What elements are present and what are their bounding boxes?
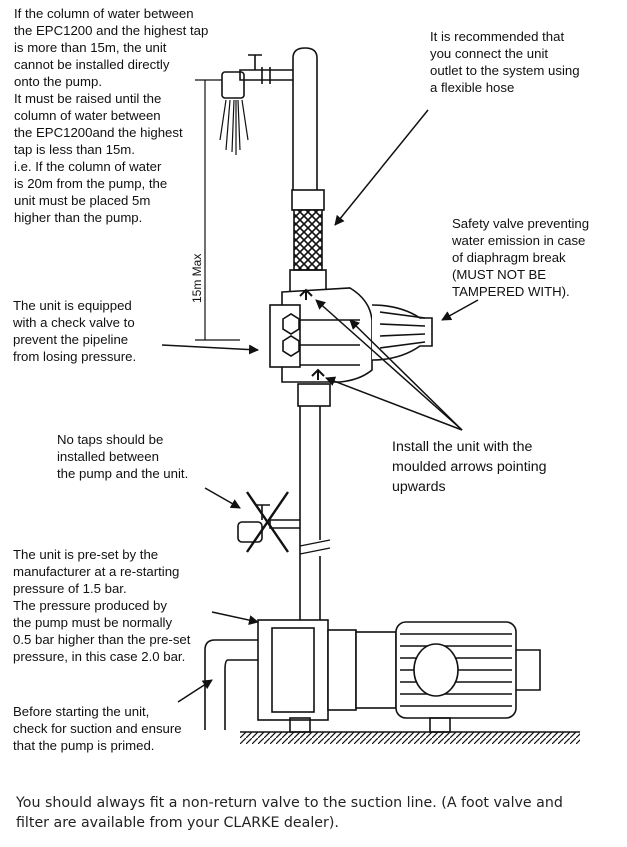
text-line: The pressure produced by	[13, 598, 167, 613]
footer-note: You should always fit a non-return valve…	[16, 793, 616, 833]
text-line: with a check valve to	[13, 315, 135, 330]
top-tap-icon	[221, 47, 318, 190]
text-line: pressure, in this case 2.0 bar.	[13, 649, 186, 664]
text-line: pressure of 1.5 bar.	[13, 581, 127, 596]
text-line: higher than the pump.	[14, 210, 143, 225]
text-line: No taps should be	[57, 432, 164, 447]
text-line: onto the pump.	[14, 74, 102, 89]
text-line: the EPC1200and the highest	[14, 125, 183, 140]
text-line: prevent the pipeline	[13, 332, 129, 347]
check-valve-note: The unit is equipped with a check valve t…	[13, 297, 136, 365]
text-line: cannot be installed directly	[14, 57, 170, 72]
text-line: 0.5 bar higher than the pre-set	[13, 632, 191, 647]
control-unit-icon	[269, 287, 433, 383]
no-taps-note: No taps should be installed between the pu…	[57, 431, 188, 482]
height-limit-label: 15m Max	[190, 253, 204, 303]
text-line: (MUST NOT BE	[452, 267, 547, 282]
text-line: moulded arrows pointing	[392, 459, 547, 475]
text-line: It is recommended that	[430, 29, 565, 44]
height-dimension-line	[195, 79, 240, 341]
text-line: you connect the unit	[430, 46, 549, 61]
ground-base	[240, 731, 580, 744]
text-line: Install the unit with the	[392, 439, 533, 455]
text-line: from losing pressure.	[13, 349, 137, 364]
arrows-up-note: Install the unit with the moulded arrows …	[392, 437, 547, 497]
text-line: Safety valve preventing	[452, 216, 590, 231]
pump-icon	[204, 619, 541, 733]
text-line: filter are available from your CLARKE de…	[16, 815, 339, 831]
text-line: that the pump is primed.	[13, 738, 155, 753]
text-line: outlet to the system using	[430, 63, 580, 78]
text-line: manufacturer at a re-starting	[13, 564, 180, 579]
text-line: of diaphragm break	[452, 250, 566, 265]
water-spray-icon	[219, 99, 249, 155]
text-line: TAMPERED WITH).	[452, 284, 570, 299]
text-line: the EPC1200 and the highest tap	[14, 23, 209, 38]
hose-connector	[289, 269, 327, 293]
lower-fitting	[297, 383, 331, 407]
text-line: You should always fit a non-return valve…	[16, 795, 563, 811]
text-line: the pump and the unit.	[57, 466, 189, 481]
text-line: a flexible hose	[430, 80, 515, 95]
text-line: The unit is equipped	[13, 298, 132, 313]
text-line: It must be raised until the	[14, 91, 162, 106]
safety-valve-note: Safety valve preventing water emission in…	[452, 215, 589, 300]
flexible-hose-icon	[293, 209, 323, 271]
text-line: unit must be placed 5m	[14, 193, 151, 208]
flexible-hose-note: It is recommended that you connect the un…	[430, 28, 580, 96]
preset-pressure-note: The unit is pre-set by the manufacturer a…	[13, 546, 190, 665]
text-line: If the column of water between	[14, 6, 194, 21]
crossed-tap-icon	[237, 491, 300, 553]
text-line: installed between	[57, 449, 159, 464]
text-line: The unit is pre-set by the	[13, 547, 159, 562]
column-height-note: If the column of water between the EPC120…	[14, 5, 208, 226]
text-line: check for suction and ensure	[13, 721, 182, 736]
text-line: is 20m from the pump, the	[14, 176, 168, 191]
text-line: i.e. If the column of water	[14, 159, 162, 174]
leader-arrows	[161, 109, 479, 703]
text-line: column of water between	[14, 108, 161, 123]
text-line: is more than 15m, the unit	[14, 40, 167, 55]
text-line: Before starting the unit,	[13, 704, 150, 719]
upper-fitting	[291, 189, 325, 211]
text-line: the pump must be normally	[13, 615, 173, 630]
text-line: water emission in case	[452, 233, 586, 248]
riser-pipe	[299, 406, 321, 620]
text-line: upwards	[392, 479, 446, 495]
text-line: tap is less than 15m.	[14, 142, 135, 157]
priming-note: Before starting the unit, check for sucti…	[13, 703, 182, 754]
